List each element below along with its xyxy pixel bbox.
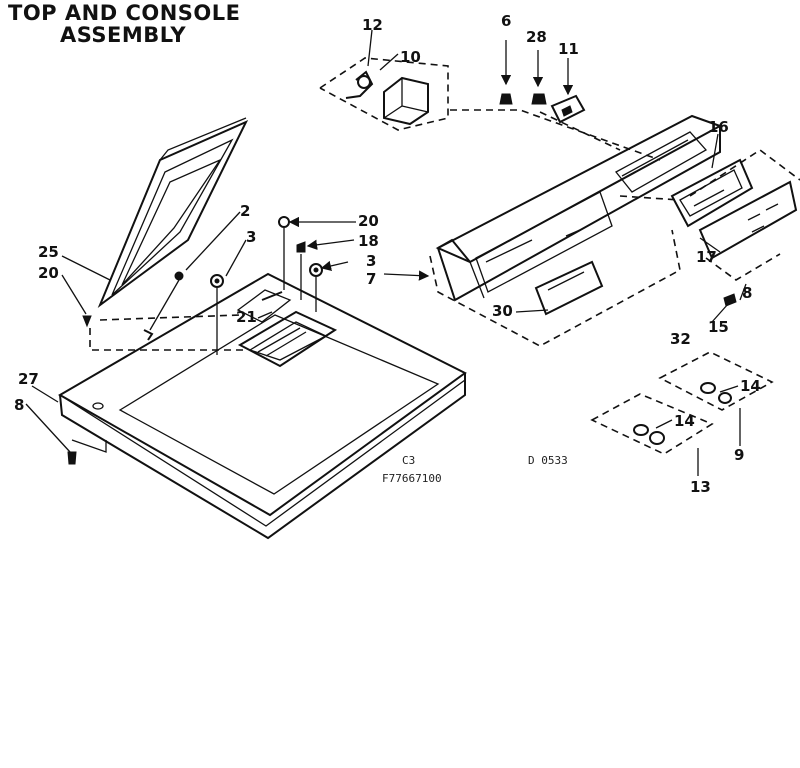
screw-15 — [739, 283, 747, 301]
diagram-title: TOP AND CONSOLE ASSEMBLY — [8, 2, 241, 46]
label-30: 30 — [492, 302, 513, 320]
label-18: 18 — [358, 232, 379, 250]
label-8-right: 8 — [742, 284, 752, 302]
lint-fitting — [236, 289, 338, 368]
screw-20-upper — [278, 216, 290, 290]
spring-12 — [345, 70, 374, 99]
model-number: F77667100 — [382, 472, 442, 485]
screw-3-right — [309, 263, 323, 312]
screw-2 — [143, 271, 184, 341]
screw-28 — [531, 50, 547, 105]
switch-11 — [550, 58, 586, 124]
label-9: 9 — [734, 446, 744, 464]
console-backsplash — [435, 114, 723, 302]
label-20-right: 20 — [358, 212, 379, 230]
label-28: 28 — [526, 28, 547, 46]
label-13: 13 — [690, 478, 711, 496]
label-27: 27 — [18, 370, 39, 388]
lid-panel — [97, 117, 249, 308]
label-25: 25 — [38, 243, 59, 261]
console-insert-30 — [534, 260, 604, 316]
cabinet-top — [57, 272, 467, 540]
label-21: 21 — [236, 308, 257, 326]
sheet-code: D 0533 — [528, 454, 568, 467]
screw-20-lower — [82, 315, 248, 351]
knob-set-13 — [590, 393, 714, 476]
label-6: 6 — [501, 12, 511, 30]
title-line-1: TOP AND CONSOLE — [8, 1, 241, 25]
screw-32 — [711, 293, 737, 323]
knob-set-9 — [658, 351, 774, 446]
screw-3-left — [210, 274, 224, 355]
control-panel — [670, 158, 798, 260]
label-32: 32 — [670, 330, 691, 348]
label-10: 10 — [400, 48, 421, 66]
label-17: 17 — [696, 248, 717, 266]
label-14-upper: 14 — [740, 377, 761, 395]
timer-knob-10 — [383, 76, 429, 126]
screw-8-front — [67, 451, 77, 465]
label-2: 2 — [240, 202, 250, 220]
label-12: 12 — [362, 16, 383, 34]
label-11: 11 — [558, 40, 579, 58]
label-3-right: 3 — [366, 252, 376, 270]
title-line-2: ASSEMBLY — [60, 23, 187, 47]
label-20-left: 20 — [38, 264, 59, 282]
clip-18 — [296, 241, 306, 300]
label-16: 16 — [708, 118, 729, 136]
screw-6 — [499, 40, 513, 105]
label-3-left: 3 — [246, 228, 256, 246]
label-15: 15 — [708, 318, 729, 336]
label-7: 7 — [366, 270, 376, 288]
label-8-left: 8 — [14, 396, 24, 414]
code-c3: C3 — [402, 454, 415, 467]
label-14-lower: 14 — [674, 412, 695, 430]
